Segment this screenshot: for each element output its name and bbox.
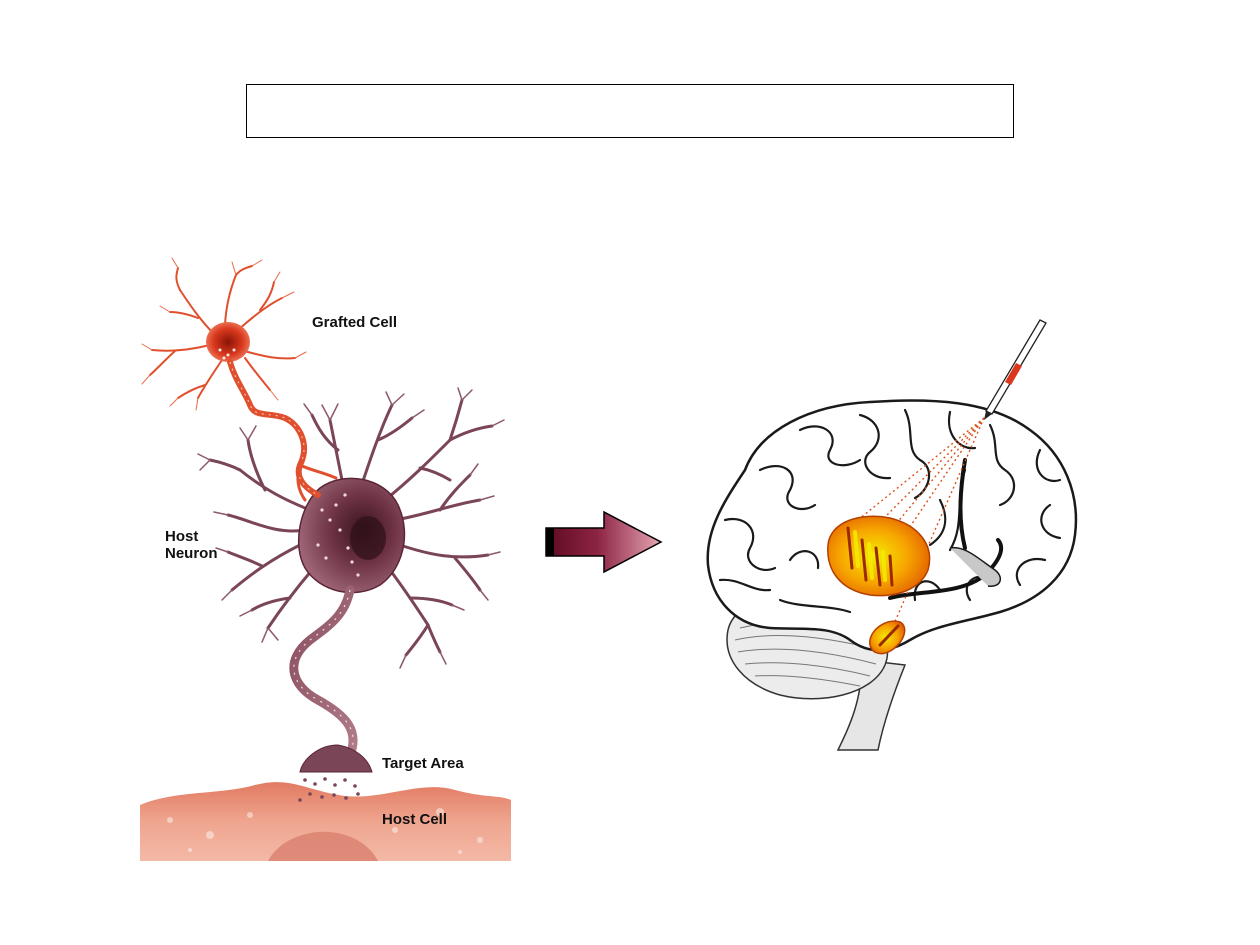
brainstem [836,659,907,751]
implant-target-secondary [869,620,906,655]
axon-terminal [299,744,373,773]
label-grafted-cell: Grafted Cell [312,314,397,331]
brain-illustration [706,319,1078,751]
grafted-cell [141,257,338,502]
title-placeholder[interactable] [246,84,1014,138]
host-neuron-dendrites [208,398,494,657]
synaptic-vesicles [298,777,360,802]
soma-vesicles [316,493,360,577]
neuron-illustration: Grafted Cell Host Neuron Target Area Hos… [140,257,511,861]
injection-needle [984,319,1047,420]
host-neuron-nucleus [350,516,386,560]
host-neuron-fine-dendrites [197,387,505,669]
host-cell-tissue [140,782,511,861]
brain-gyri [718,408,1062,614]
implant-target [827,515,931,597]
right-arrow [545,510,663,574]
label-host-cell: Host Cell [382,811,447,828]
label-host-neuron-line1: Host [165,528,198,545]
label-host-neuron-line2: Neuron [165,545,218,562]
host-neuron-axon [289,585,358,760]
label-target-area: Target Area [382,755,464,772]
